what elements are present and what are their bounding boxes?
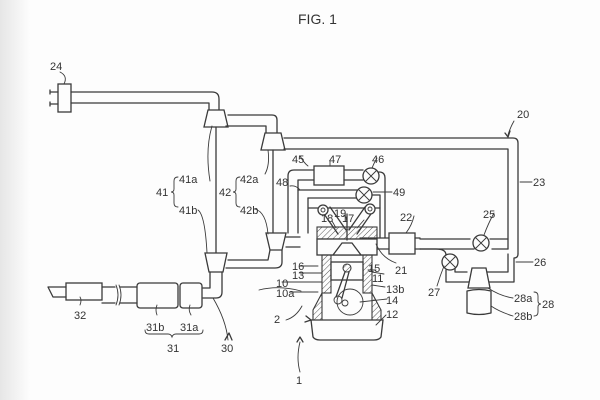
compressor-42a [260,132,286,151]
turbine-41b [204,252,228,273]
label-30: 30 [221,343,233,355]
reference-labels: 24 20 23 41a 41 41b 42a 42 42b 45 47 46 … [50,61,554,387]
engine-2 [310,203,384,341]
combustion-chamber-16 [331,242,363,256]
label-48: 48 [276,177,288,189]
label-27: 27 [428,287,440,299]
egr-valve-46 [362,167,380,185]
inter-compressor-pipe-lower [225,125,267,134]
label-21: 21 [395,265,407,277]
label-28b: 28b [514,311,532,323]
braces [144,176,542,339]
intake-pipe-lower [70,102,210,111]
label-28: 28 [542,299,554,311]
label-45: 45 [292,154,304,166]
label-28a: 28a [514,293,533,305]
label-31: 31 [167,343,179,355]
catalyst-31b [136,282,179,309]
label-10: 10 [276,278,288,290]
label-31b: 31b [146,322,164,334]
compressor-41a [203,109,229,128]
scan-edge-shading [0,0,30,400]
exhaust-pipe-lower [225,249,283,269]
label-23: 23 [533,177,545,189]
canister-28b [466,288,492,316]
label-13b: 13b [386,284,404,296]
label-16: 16 [292,261,304,273]
label-13: 13 [292,270,304,282]
label-11: 11 [372,273,383,285]
intake-pipe-upper [70,91,220,111]
label-42: 42 [219,187,231,199]
label-26: 26 [534,257,546,269]
egr-passage-45 [287,169,315,234]
label-46: 46 [372,154,384,166]
label-12: 12 [386,309,398,321]
label-10a: 10a [276,288,295,300]
bypass-27-line [419,248,447,256]
label-1: 1 [296,375,302,387]
label-17: 17 [342,213,354,225]
leader-lines [59,71,534,373]
turbine-42b [265,232,287,251]
connecting-rod-13b [335,271,350,299]
label-2: 2 [274,314,280,326]
air-cleaner [49,83,72,113]
label-31a: 31a [180,322,199,334]
label-19: 19 [334,208,346,220]
valve-27 [441,253,459,271]
label-42b: 42b [240,205,258,217]
label-14: 14 [386,295,398,307]
label-25: 25 [483,209,495,221]
catalyst-31a [179,282,203,309]
label-24: 24 [50,61,62,73]
throttle-22 [388,232,416,255]
bypass-26-outer [487,253,519,283]
label-18: 18 [321,213,333,225]
exhaust-pipe-30 [202,271,223,299]
label-22: 22 [400,212,412,224]
valve-25 [472,234,490,252]
figure-title: FIG. 1 [298,11,337,27]
egr-cooler-47 [313,165,345,186]
label-32: 32 [74,310,86,322]
canister-28a [467,267,491,289]
exhaust-pipe-upper [227,249,271,261]
intake-pipe-23-outer [283,137,519,255]
label-42a: 42a [240,174,259,186]
crankshaft-14 [336,288,364,316]
label-20: 20 [517,109,529,121]
label-41b: 41b [179,205,197,217]
egr-valve-49 [355,186,373,204]
intake-pipe-23-inner [283,148,509,250]
oil-pan-12 [310,319,384,341]
label-41a: 41a [179,174,198,186]
bypass-26-inner [486,253,509,273]
tailpipe [47,286,67,298]
muffler-32 [65,282,103,301]
inter-compressor-pipe-upper [227,114,278,134]
label-49: 49 [393,187,405,199]
label-15: 15 [368,263,380,275]
label-41: 41 [156,187,168,199]
label-47: 47 [329,154,341,166]
